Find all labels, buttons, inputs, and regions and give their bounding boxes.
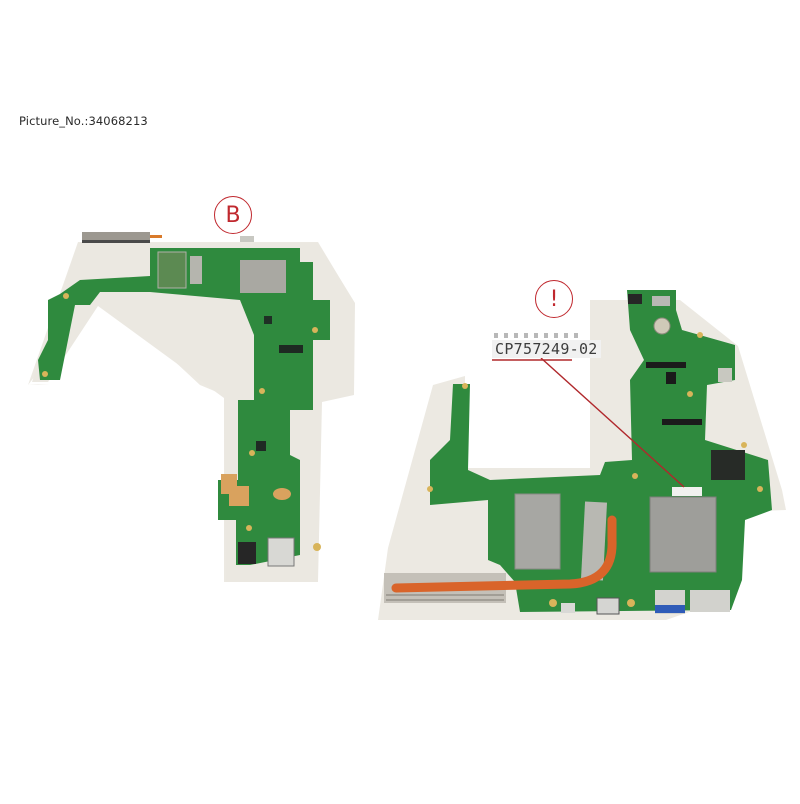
left-motherboard-pcb: [38, 232, 330, 567]
label-kanji-strip: [494, 333, 578, 338]
callout-exclamation-badge: !: [535, 280, 573, 318]
part-number-label: CP757249-02: [492, 340, 601, 358]
callout-leader-line: [540, 357, 685, 488]
picture-number-caption: Picture_No.:34068213: [19, 114, 148, 128]
right-motherboard-pcb: [384, 290, 772, 615]
callout-b-badge: B: [214, 196, 252, 234]
